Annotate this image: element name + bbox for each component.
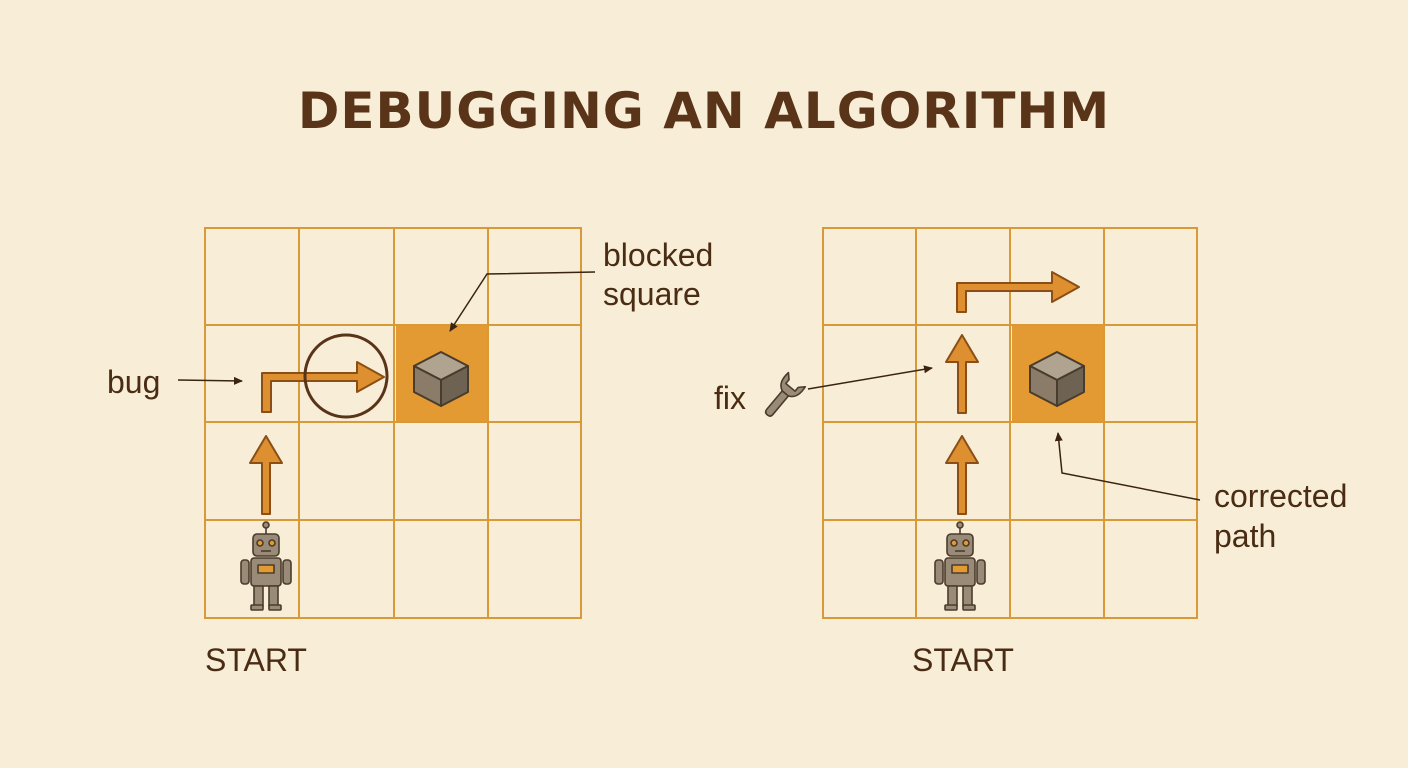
bug-pointer — [177, 376, 243, 385]
cube-icon — [413, 351, 469, 407]
left-start-label: START — [205, 642, 307, 678]
blocked-label-line1: blocked — [603, 237, 713, 273]
wrench-icon — [764, 371, 807, 417]
blocked-pointer — [449, 271, 596, 332]
right-up-arrow-upper — [945, 334, 979, 414]
right-up-arrow-lower — [945, 435, 979, 515]
blocked-label-line2: square — [603, 276, 701, 312]
corrected-label-line1: corrected — [1214, 478, 1347, 514]
right-corrected-arrow — [956, 271, 1080, 313]
right-start-label: START — [912, 642, 1014, 678]
corrected-pointer — [1054, 432, 1201, 501]
robot-icon — [240, 521, 292, 611]
fix-pointer — [807, 365, 933, 390]
left-bug-arrow — [261, 361, 385, 413]
fix-label: fix — [714, 380, 746, 416]
corrected-label-line2: path — [1214, 518, 1276, 554]
page-title: DEBUGGING AN ALGORITHM — [297, 82, 1111, 140]
bug-label: bug — [107, 364, 160, 400]
left-up-arrow — [249, 435, 283, 515]
cube-icon — [1029, 351, 1085, 407]
robot-icon — [934, 521, 986, 611]
error-circle — [303, 333, 389, 419]
